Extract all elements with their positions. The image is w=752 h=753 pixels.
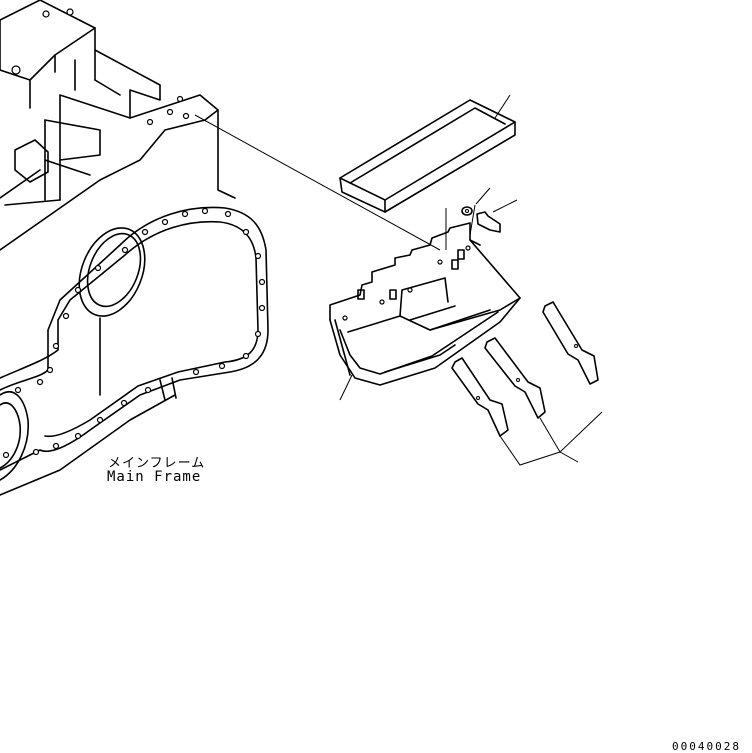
main-frame-bore [78, 227, 146, 317]
bolt [476, 211, 501, 233]
strip-plate-1 [451, 357, 509, 437]
washer [461, 206, 473, 216]
strip-plate-3 [542, 301, 599, 385]
bolt-and-washer [461, 187, 518, 233]
guard-tray [329, 204, 521, 401]
main-frame-label-ja: メインフレーム [108, 456, 206, 471]
drawing-number: 00040028 [672, 740, 741, 753]
channel-cover [339, 94, 516, 213]
assembly-leader-line [194, 114, 441, 251]
main-frame-label-en: Main Frame [107, 469, 202, 485]
plates-callout-bracket [499, 411, 603, 466]
main-frame [0, 0, 269, 496]
guard-back-plate [329, 222, 481, 321]
main-frame-box [94, 49, 236, 199]
main-frame-gusset [0, 206, 269, 471]
strip-plate-2 [484, 337, 546, 419]
bolt-holes [2, 95, 266, 459]
main-frame-plate [0, 109, 219, 251]
